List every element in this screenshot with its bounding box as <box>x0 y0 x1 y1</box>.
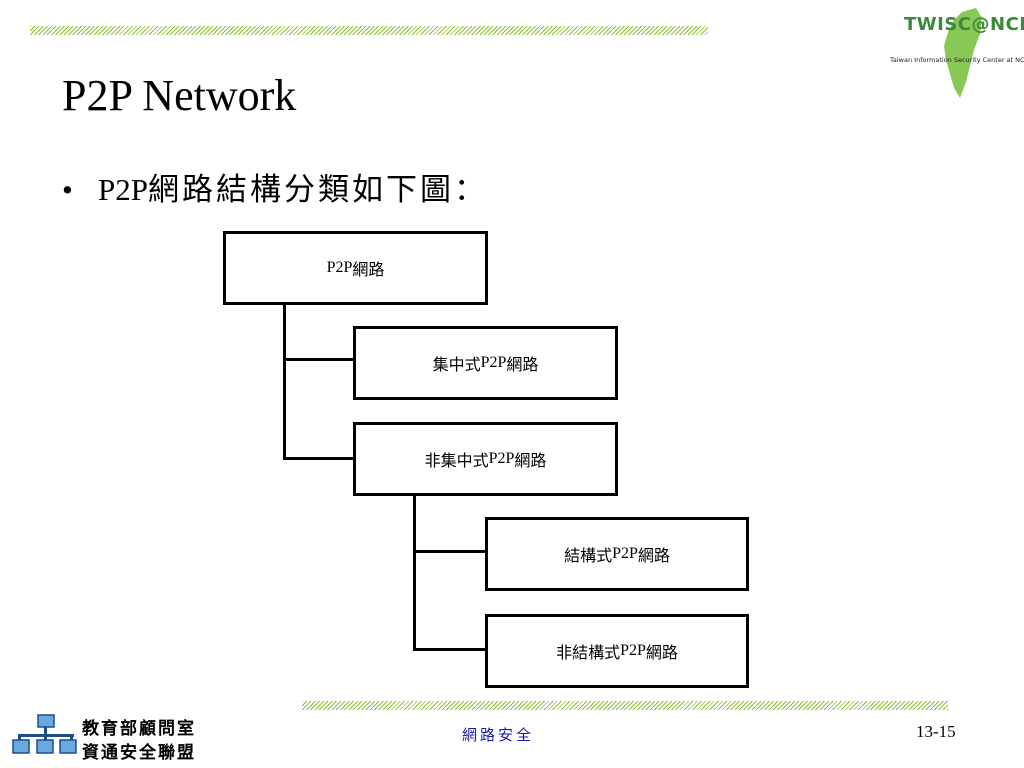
connector-to-centralized <box>283 358 355 361</box>
node-label-latin: P2P <box>326 259 353 276</box>
node-label-prefix: 非結構式 <box>556 643 621 662</box>
node-label-cjk: 網路 <box>506 355 539 374</box>
slide-number: 13-15 <box>916 722 956 741</box>
bottom-decorative-hatch <box>302 701 948 710</box>
bullet-text: 網路結構分類如下圖： <box>147 172 488 208</box>
bullet-item: • P2P網路結構分類如下圖： <box>62 168 488 212</box>
node-label-prefix: 集中式 <box>432 355 481 374</box>
node-label-cjk: 網路 <box>514 451 547 470</box>
bullet-mark: • <box>62 172 73 207</box>
connector-to-unstructured <box>413 648 487 651</box>
node-label-prefix: 非集中式 <box>424 451 489 470</box>
node-label-latin: P2P <box>612 545 638 562</box>
connector-to-decentralized <box>283 457 355 460</box>
page-title: P2P Network <box>62 71 297 120</box>
network-computers-icon <box>12 714 77 754</box>
connector-root-vertical <box>283 303 286 460</box>
node-label-prefix: 結構式 <box>564 546 613 565</box>
node-label-latin: P2P <box>480 354 507 371</box>
moe-logo: 教育部顧問室 資通安全聯盟 <box>12 712 212 763</box>
logo-subtitle: Taiwan Information Security Center at NC… <box>890 56 1024 64</box>
node-label-latin: P2P <box>488 450 515 467</box>
org-name-line1: 教育部顧問室 <box>82 719 196 739</box>
node-label-cjk: 網路 <box>352 260 385 279</box>
footer-course-title: 網路安全 <box>462 726 535 744</box>
node-label-cjk: 網路 <box>637 546 670 565</box>
connector-decentral-vertical <box>413 494 416 651</box>
org-name-line2: 資通安全聯盟 <box>82 743 196 763</box>
logo-text: TWISC@NCKU <box>904 14 1024 35</box>
bullet-latin: P2P <box>98 172 148 207</box>
node-label-latin: P2P <box>620 642 646 659</box>
twisc-logo: TWISC@NCKU Taiwan Information Security C… <box>884 4 1024 104</box>
taiwan-map-icon <box>944 8 982 98</box>
node-p2p-network: P2P 網路 <box>223 231 488 305</box>
node-label-cjk: 網路 <box>645 643 678 662</box>
connector-to-structured <box>413 550 487 553</box>
top-decorative-hatch <box>30 26 708 35</box>
